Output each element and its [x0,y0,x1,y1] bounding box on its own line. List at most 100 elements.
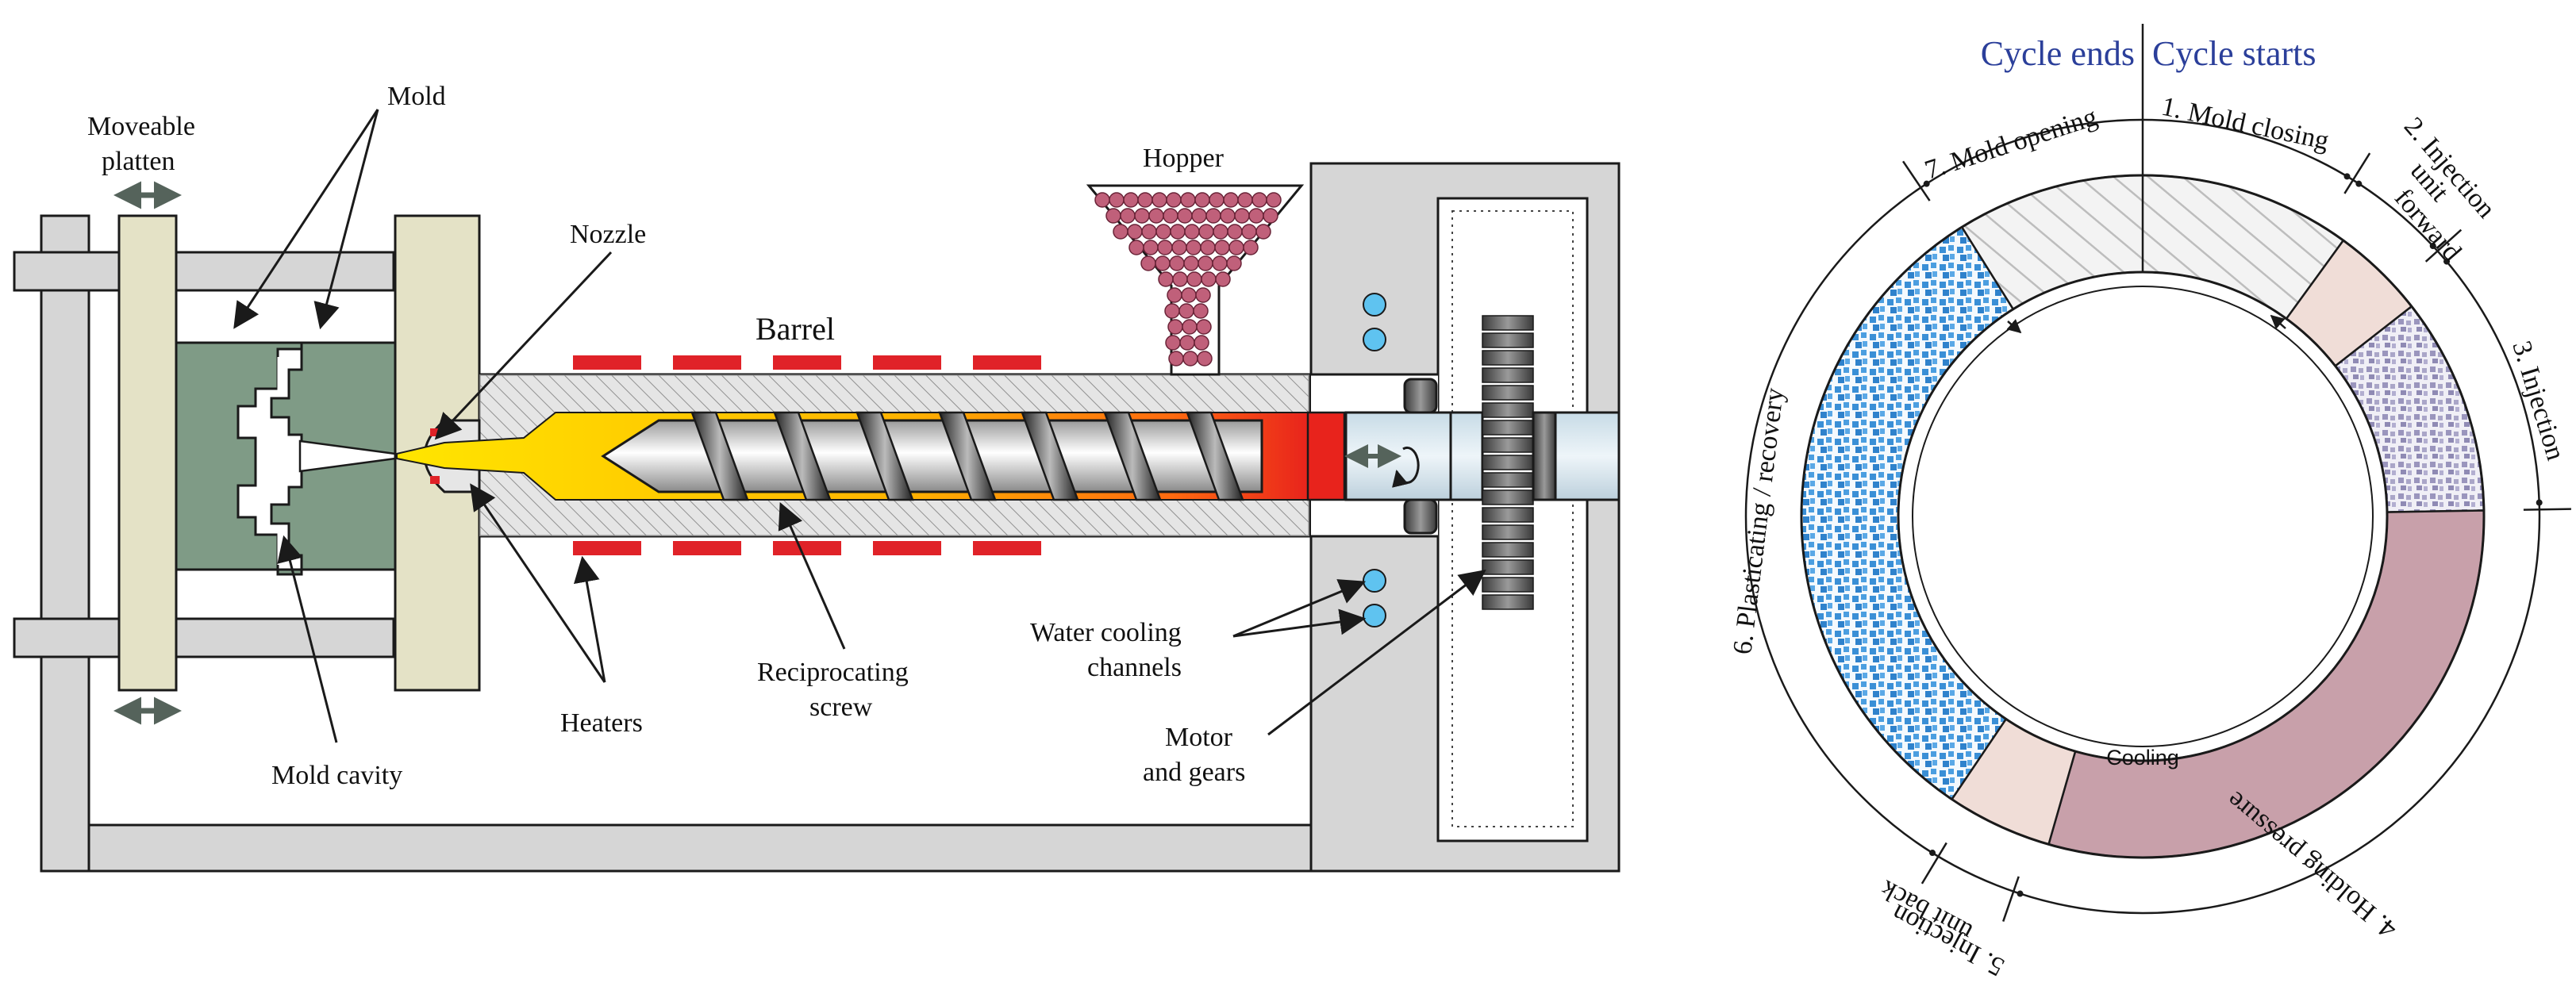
tick-3 [2523,508,2571,511]
label-moveable: Moveable [87,112,195,141]
step-boundary-ticks [1901,152,2571,922]
header-cycle-ends: Cycle ends [1981,34,2135,73]
label-platten: platten [102,147,175,176]
tick-7 [1901,160,1931,201]
label-reciprocating: Reciprocating [757,658,909,687]
pellet [1165,335,1181,351]
step-7-label: 7. Mold opening [1921,102,2101,186]
pellet [1178,303,1194,319]
pellet [1186,240,1201,255]
arc-arrow-a1b [2355,180,2363,187]
arc-arrow-a7 [1923,180,1930,187]
header-cycle-starts: Cycle starts [2152,34,2316,73]
arc-arrow-a1 [2343,173,2351,180]
machine-labels: Moveable platten Mold Nozzle Barrel Hopp… [87,82,1245,790]
arc-arrow-a2b [2443,258,2451,265]
step-6-label: 6. Plasticating / recovery [1728,386,1790,656]
pellet [1164,303,1180,319]
pellet [1237,192,1253,208]
label-heaters: Heaters [560,708,643,738]
pellet [1212,255,1228,271]
pellet [1143,240,1159,255]
pellet [1234,208,1250,224]
pellet [1186,271,1202,287]
pellet [1120,208,1136,224]
gear-tooth [1482,472,1534,488]
arc-arrow-a4 [2017,890,2024,897]
arc-arrow-a5 [1929,850,1936,857]
label-motor: Motor [1165,723,1233,752]
gear-tooth [1482,559,1534,575]
pellet [1213,224,1228,240]
pellet [1197,351,1213,367]
label-barrel: Barrel [755,311,835,347]
pellet [1201,271,1217,287]
pellet [1193,303,1209,319]
pellet [1255,224,1271,240]
gear-tooth [1482,455,1534,470]
pellet [1223,192,1239,208]
plastic-pellets [1094,192,1282,367]
pellet [1177,208,1193,224]
pellet [1198,224,1214,240]
hopper [1086,184,1305,376]
pellet [1137,192,1153,208]
label-channels: channels [1087,653,1182,682]
water-cooling-channels [1363,293,1386,627]
pellet [1215,271,1231,287]
pellet [1191,208,1207,224]
pellet [1105,208,1121,224]
gear-tooth [1482,507,1534,523]
cooling-arc [1912,286,2374,747]
pellet [1128,240,1144,255]
step-1-label: 1. Mold closing [2159,92,2331,156]
gear-tooth [1482,420,1534,436]
label-water-cooling: Water cooling [1030,618,1182,647]
label-mold: Mold [387,82,446,111]
pellet [1195,287,1211,303]
gear-tooth [1482,402,1534,418]
pellet [1170,224,1186,240]
pellet [1094,192,1110,208]
heaters [573,355,1041,555]
pellet [1183,255,1199,271]
cooling-label: Cooling [2106,746,2179,769]
pellet [1148,208,1164,224]
pellet [1182,319,1198,335]
tick-4 [2002,876,2020,922]
tick-2 [2424,228,2463,263]
tick-5 [1920,842,1947,885]
pellet [1180,192,1196,208]
pellet [1220,208,1236,224]
pellet [1152,192,1167,208]
pellet [1134,208,1150,224]
label-hopper: Hopper [1143,144,1225,173]
pellet [1228,240,1244,255]
pellet [1166,192,1182,208]
pellet [1169,255,1185,271]
pellet [1168,351,1184,367]
pellet [1263,208,1278,224]
moveable-platten [117,214,178,692]
machine-diagram: Moveable platten Mold Nozzle Barrel Hopp… [13,82,1621,873]
pellet [1181,287,1197,303]
gear-tooth [1482,315,1534,331]
sector-mold-move [1960,174,2345,320]
pellet [1157,240,1173,255]
label-mold-cavity: Mold cavity [271,761,402,790]
pellet [1196,319,1212,335]
pellet [1200,240,1216,255]
pellet [1140,255,1156,271]
pellet [1243,240,1259,255]
pellet [1248,208,1264,224]
pellet [1214,240,1230,255]
gear-tooth [1482,350,1534,366]
cycle-diagram: Cycle ends Cycle starts 1. Mold closing … [1728,24,2571,982]
mold [175,341,397,576]
pellet [1155,255,1171,271]
pellet [1227,224,1243,240]
pellet [1167,287,1182,303]
pellet [1266,192,1282,208]
gear-tooth [1482,385,1534,401]
pellet [1179,335,1195,351]
